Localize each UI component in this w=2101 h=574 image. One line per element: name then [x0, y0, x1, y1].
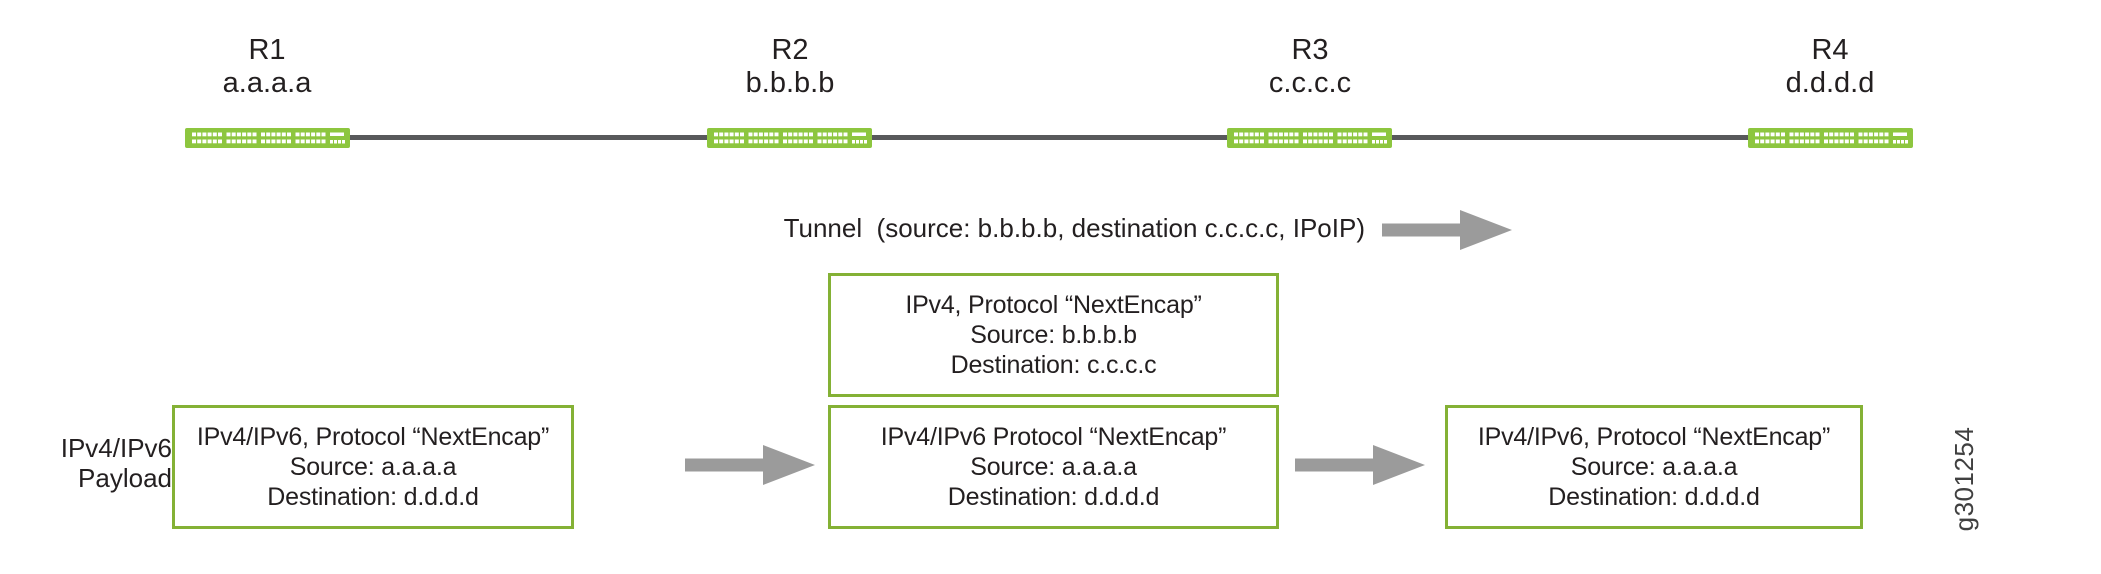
packet-box-encapsulated-payload: IPv4/IPv6 Protocol “NextEncap” Source: a… [828, 405, 1279, 529]
payload-label-line2: Payload [78, 463, 172, 493]
packet-box-payload-r4: IPv4/IPv6, Protocol “NextEncap” Source: … [1445, 405, 1863, 529]
router-icon [1227, 128, 1392, 148]
router-icon [1748, 128, 1913, 148]
packet-line: Source: a.a.a.a [289, 453, 457, 481]
router-address: d.d.d.d [1785, 67, 1875, 99]
packet-line: Destination: d.d.d.d [947, 483, 1160, 511]
arrow-right-icon [1382, 210, 1512, 250]
payload-label-line1: IPv4/IPv6 [60, 433, 172, 463]
router-address: b.b.b.b [745, 67, 835, 99]
router-label-r4: R4 d.d.d.d [1730, 34, 1930, 100]
router-name: R3 [1291, 34, 1329, 66]
packet-box-tunnel-header: IPv4, Protocol “NextEncap” Source: b.b.b… [828, 273, 1279, 397]
router-label-r2: R2 b.b.b.b [690, 34, 890, 100]
packet-box-payload-r1: IPv4/IPv6, Protocol “NextEncap” Source: … [172, 405, 574, 529]
router-name: R4 [1811, 34, 1849, 66]
figure-id: g301254 [1949, 426, 1979, 532]
router-label-r3: R3 c.c.c.c [1210, 34, 1410, 100]
packet-line: Source: a.a.a.a [970, 453, 1137, 481]
arrow-right-icon [1295, 445, 1425, 485]
arrow-right-icon [685, 445, 815, 485]
packet-line: IPv4/IPv6, Protocol “NextEncap” [1477, 423, 1831, 451]
tunnel-label: Tunnel (source: b.b.b.b, destination c.c… [783, 213, 1365, 243]
packet-line: IPv4/IPv6, Protocol “NextEncap” [196, 423, 550, 451]
router-name: R2 [771, 34, 809, 66]
router-icon [707, 128, 872, 148]
router-address: a.a.a.a [222, 67, 312, 99]
packet-line: Destination: d.d.d.d [267, 483, 479, 511]
router-label-r1: R1 a.a.a.a [167, 34, 367, 100]
packet-line: IPv4/IPv6 Protocol “NextEncap” [880, 423, 1227, 451]
topology-link-line [250, 135, 1850, 140]
packet-line: Source: a.a.a.a [1570, 453, 1738, 481]
packet-line: IPv4, Protocol “NextEncap” [905, 291, 1202, 319]
router-name: R1 [248, 34, 286, 66]
router-address: c.c.c.c [1268, 67, 1352, 99]
payload-label: IPv4/IPv6 Payload [30, 433, 172, 493]
packet-line: Destination: c.c.c.c [950, 351, 1157, 379]
router-icon [185, 128, 350, 148]
packet-line: Destination: d.d.d.d [1548, 483, 1760, 511]
packet-line: Source: b.b.b.b [970, 321, 1137, 349]
